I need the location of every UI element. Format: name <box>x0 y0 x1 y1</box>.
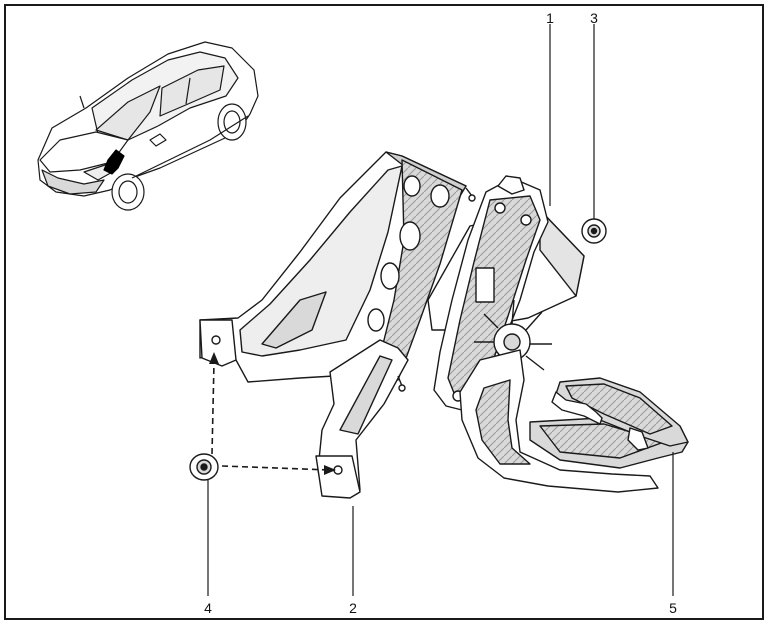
arrowhead-right <box>324 465 336 475</box>
assembly-line-nut4-to-bracket-foot <box>221 465 331 471</box>
sensor-gear <box>474 299 552 371</box>
callout-1: 1 <box>546 10 554 26</box>
callout-3: 3 <box>590 10 598 26</box>
callout-2: 2 <box>349 600 357 616</box>
leader-lines <box>207 24 674 596</box>
pedal-pad <box>551 377 689 451</box>
assembly-arrowheads <box>209 352 336 475</box>
pedal-bracket <box>199 151 476 499</box>
assembly-line-nut4-to-bracket-tab <box>211 361 215 455</box>
callout-4: 4 <box>204 600 212 616</box>
car-illustration <box>37 41 259 211</box>
arrowhead-up <box>209 352 219 364</box>
pedal-location-marker <box>103 149 125 175</box>
assembly-lines <box>211 361 331 471</box>
nut-part-3 <box>581 218 607 244</box>
accelerator-pedal-module <box>427 175 689 493</box>
callout-5: 5 <box>669 600 677 616</box>
nut-part-4 <box>189 453 219 481</box>
